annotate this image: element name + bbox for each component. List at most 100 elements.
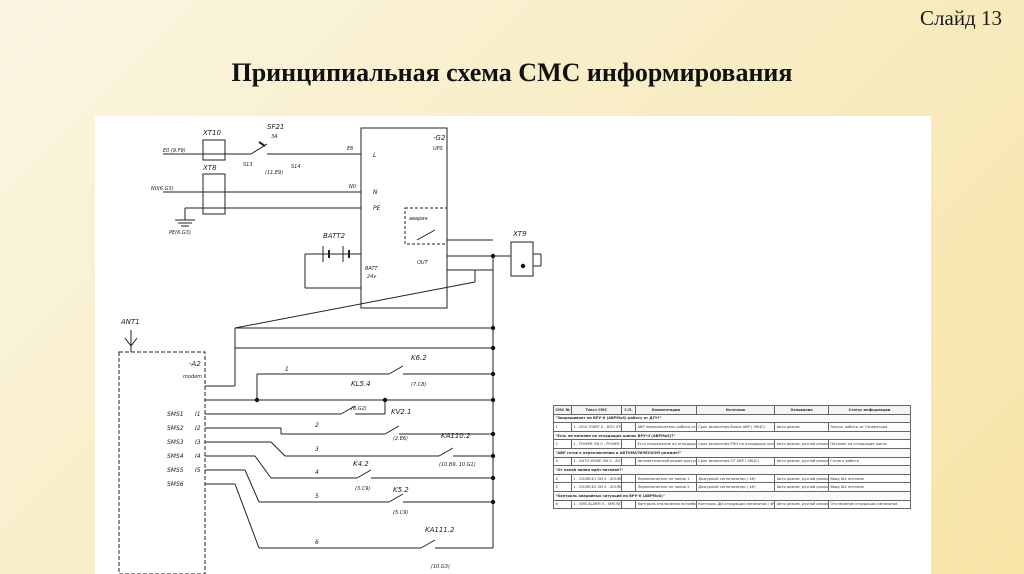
table-section-cell: "Есть ли питание на отходящих шинах ВРУ-… [553, 430, 911, 441]
table-cell: Питание на отходящие шины [827, 439, 912, 449]
table-header-cell: Статус информации [827, 405, 912, 415]
table-cell: Ввод №1 питание [827, 473, 912, 484]
xt8-box [202, 173, 226, 215]
label-branch-5: 5 [315, 493, 319, 500]
label-sms5: SMS5 [167, 467, 184, 474]
label-sms1: SMS1 [167, 411, 184, 418]
junction-dots [254, 253, 526, 505]
label-branch-4: 4 [315, 469, 319, 476]
label-branch-3: 3 [315, 446, 319, 453]
table-row: 51 - SOURCE2 ON 0 - SOURCE2 OFFПереключа… [553, 482, 912, 492]
label-branch-6: 6 [315, 539, 319, 546]
label-i4: I4 [195, 453, 201, 460]
table-cell: Авто режим, ручной режим [774, 456, 829, 467]
label-pe-term: PE [373, 205, 381, 212]
label-n: N [373, 189, 378, 196]
table-cell: Запуск работы от Генератора [827, 422, 912, 432]
sms-table: СМС № Текст СМС С.П. Комментарии Источни… [553, 405, 912, 510]
table-cell: Дежурный сигнализатор ( 4К) [695, 482, 776, 492]
table-cell: 4 [553, 473, 572, 484]
table-cell: Есть напряжение на отходящих шинах [635, 439, 697, 449]
label-e6: Е6 [347, 146, 353, 152]
wires [118, 127, 542, 574]
label-i2: I2 [195, 425, 201, 432]
table-row: 61 - SMS ALARM 0 - SMS NORMALКонтроль от… [553, 499, 912, 510]
label-kv21: KV2.1 [391, 408, 412, 416]
table-row: 31 - AUTO MODE ON 0 - AUTO MODE OFFАвтом… [553, 456, 912, 467]
label-n06: N0(6.G3) [151, 186, 174, 192]
table-body: "Запрашивает ли ВРУ-II (АВРМоS) работу о… [553, 413, 912, 510]
alarm-relay-box [404, 207, 448, 245]
label-e0: Е0 (9.F9) [163, 148, 186, 154]
table-cell: Авто режим, ручной режим [774, 499, 829, 510]
label-ka1112: KA111.2 [425, 526, 455, 534]
table-cell: Срок включения блока АВР ( 4КЦС) [695, 422, 776, 432]
table-section-row: "Контроль аварийных ситуаций на ВРУ-II (… [553, 490, 911, 501]
label-sf21-ref: (11.Е9) [265, 170, 283, 176]
table-cell: 1 - SMS ALARM 0 - SMS NORMAL [570, 499, 622, 510]
label-ka1102: KA110.2 [441, 432, 471, 440]
label-xt9: XT9 [512, 230, 527, 238]
table-cell: Авто режим, ручной режим [774, 482, 829, 492]
table-cell: 1 - AUTO MODE ON 0 - AUTO MODE OFF [570, 456, 622, 467]
table-cell: Авто режим, ручной режим [774, 439, 829, 449]
table-section-cell: "Контроль аварийных ситуаций на ВРУ-II (… [553, 490, 911, 501]
table-cell: Дежурный сигнализатор ( 4К) [695, 473, 776, 484]
table-section-cell: "АВР готов к переключению в АВТОМАТИЧЕСК… [553, 447, 911, 458]
label-k62-ref: (7.С8) [411, 382, 426, 388]
label-sms2: SMS2 [167, 425, 184, 432]
table-cell: 6 [553, 499, 572, 510]
table-cell: Переключатель на линии 1 [635, 473, 697, 484]
table-cell: 2 [553, 439, 572, 449]
table-cell: Готов к работе [827, 456, 912, 467]
label-a2: -A2 [189, 360, 201, 368]
table-header-cell: Текст СМС [570, 405, 622, 415]
table-row: 41 - SOURCE1 ON 0 - SOURCE1 OFFПереключа… [553, 473, 912, 484]
table-cell: 5 [553, 482, 572, 492]
label-pe-ref: PE(6.G3) [169, 230, 191, 236]
label-avaria: авария [409, 216, 428, 222]
label-k52: K5.2 [393, 486, 409, 494]
slide-number: Слайд 13 [920, 6, 1002, 30]
schematic-sheet: XT10 XT8 SF21 3А (11.Е9) S13 S14 Е0 (9.F… [95, 116, 931, 574]
label-ups: UPS [433, 146, 444, 152]
table-cell: 1 [553, 422, 572, 432]
table-header-cell: Основание [774, 405, 829, 415]
label-sms3: SMS3 [167, 439, 184, 446]
label-batt: BATT [365, 266, 379, 272]
label-k52-ref: (5.С9) [393, 510, 408, 516]
label-k42-ref: (3.С9) [355, 486, 370, 492]
label-kv21-ref: (2.Е6) [393, 436, 408, 442]
table-section-row: "Есть ли питание на отходящих шинах ВРУ-… [553, 430, 911, 441]
label-i3: I3 [195, 439, 201, 446]
table-header-cell: Источник [695, 405, 776, 415]
label-out: OUT [417, 260, 429, 266]
xt9-box [510, 241, 534, 277]
slide-title: Принципиальная схема СМС информирования [231, 58, 793, 87]
circuit-diagram: XT10 XT8 SF21 3А (11.Е9) S13 S14 Е0 (9.F… [118, 123, 542, 574]
table-section-cell: "Запрашивает ли ВРУ-II (АВРМоS) работу о… [553, 413, 911, 424]
table-header-cell: СМС № [553, 405, 572, 415]
modem-box [118, 351, 206, 574]
label-l: L [373, 152, 376, 159]
table-cell [620, 456, 637, 467]
table-cell [620, 473, 637, 484]
table-cell: Срок включения РПН на отходящих шинах ( … [695, 439, 776, 449]
label-batt2: BATT2 [323, 232, 346, 240]
label-xt8: XT8 [202, 164, 217, 172]
label-ka1102-ref: (10.В9, 10.G1) [439, 462, 476, 468]
table-cell: Срок включения ОТ АВР ( 4КЦС) [695, 456, 776, 467]
xt10-box [202, 139, 226, 161]
table-cell: Переключатель на линии 2 [635, 482, 697, 492]
table-cell [620, 482, 637, 492]
label-n0: N0 [349, 184, 356, 190]
table-cell [620, 422, 637, 432]
table-cell: Ввод №2 питание [827, 482, 912, 492]
table-section-row: "Запрашивает ли ВРУ-II (АВРМоS) работу о… [553, 413, 911, 424]
label-i5: I5 [195, 467, 201, 474]
table-header-cell: Комментарии [635, 405, 697, 415]
table-header-row: СМС № Текст СМС С.П. Комментарии Источни… [553, 405, 912, 415]
label-sms4: SMS4 [167, 453, 184, 460]
table-row: 21 - POWER ON 0 - POWER OFFЕсть напряжен… [553, 439, 912, 449]
